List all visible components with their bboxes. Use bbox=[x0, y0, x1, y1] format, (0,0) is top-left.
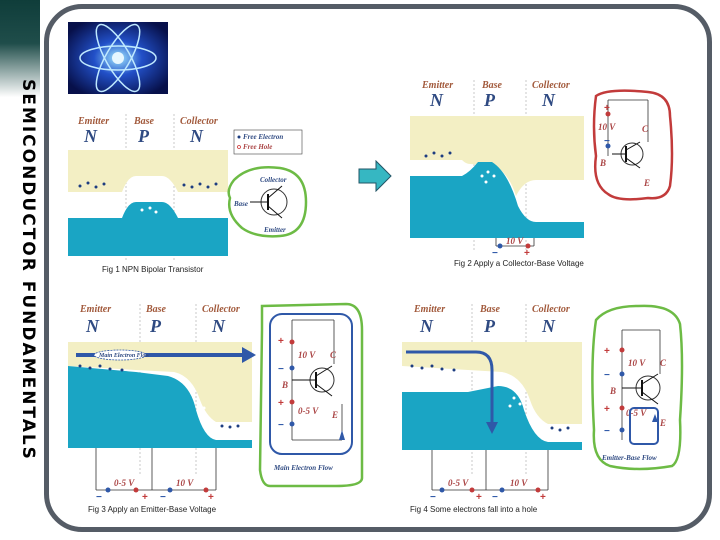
fig3-lower-band bbox=[68, 366, 252, 448]
fig4-panel: Emitter Base Collector N P N 0-5 V 10 V … bbox=[402, 304, 684, 514]
fig3-n1: N bbox=[85, 316, 100, 336]
fig1-upper-band bbox=[68, 150, 228, 192]
fig1-sym-collector: Collector bbox=[260, 176, 287, 184]
vertical-title: SEMICONDUCTOR FUNDAMENTALS bbox=[18, 79, 38, 461]
fig4-inset-caption: Emitter-Base Flow bbox=[601, 454, 657, 462]
fig4-n2: N bbox=[541, 316, 556, 336]
fig3-circuit-outline bbox=[258, 302, 364, 488]
fig3-e: E bbox=[331, 410, 338, 420]
fig2-e: E bbox=[643, 178, 650, 188]
fig3-bottom-plus2: + bbox=[208, 492, 214, 503]
fig1-base-label: Base bbox=[133, 116, 155, 127]
fig3-panel: Emitter Base Collector N P N Main Electr… bbox=[68, 302, 364, 514]
transition-arrow bbox=[358, 160, 392, 192]
fig4-collector-label: Collector bbox=[532, 304, 570, 315]
fig4-inset-minus2: − bbox=[604, 426, 610, 437]
atom-logo-image bbox=[68, 22, 168, 94]
fig2-lower-band bbox=[410, 162, 584, 238]
fig3-collector-label: Collector bbox=[202, 304, 240, 315]
legend-electron: Free Electron bbox=[243, 133, 283, 141]
fig2-inset-minus: − bbox=[604, 136, 610, 147]
fig3-upper-band bbox=[68, 342, 252, 422]
fig4-bottom-minus2: − bbox=[492, 492, 498, 503]
fig4-p: P bbox=[483, 316, 496, 336]
fig3-c: C bbox=[330, 350, 337, 360]
fig4-inset-minus1: − bbox=[604, 370, 610, 381]
fig4-inset-plus2: + bbox=[604, 404, 610, 415]
fig3-v05: 0-5 V bbox=[298, 406, 319, 416]
fig2-bottom-v: 10 V bbox=[506, 236, 524, 246]
fig2-b: B bbox=[599, 158, 606, 168]
fig2-inset-plus: + bbox=[604, 103, 610, 114]
fig2-collector-label: Collector bbox=[532, 80, 570, 91]
fig3-bottom-minus1: − bbox=[96, 492, 102, 503]
fig4-v05: 0-5 V bbox=[626, 408, 647, 418]
fig4-b: B bbox=[609, 386, 616, 396]
fig3-bottom-v2: 10 V bbox=[176, 478, 194, 488]
fig3-inset-minus2: − bbox=[278, 420, 284, 431]
fig1-sym-base: Base bbox=[233, 200, 248, 208]
fig4-bottom-plus1: + bbox=[476, 492, 482, 503]
fig4-n1: N bbox=[419, 316, 434, 336]
fig4-v10: 10 V bbox=[628, 358, 646, 368]
fig1-lower-band bbox=[68, 202, 228, 256]
fig1-emitter-label: Emitter bbox=[77, 116, 109, 127]
fig3-inset-plus1: + bbox=[278, 336, 284, 347]
fig2-p: P bbox=[483, 90, 496, 110]
fig3-flow-label: Main Electron Flow bbox=[98, 353, 150, 359]
fig2-bottom-minus: − bbox=[492, 248, 498, 259]
fig3-bottom-minus2: − bbox=[160, 492, 166, 503]
fig1-collector-label: Collector bbox=[180, 116, 218, 127]
fig4-e: E bbox=[659, 418, 666, 428]
sidebar-band bbox=[0, 0, 40, 540]
fig1-p: P bbox=[137, 126, 150, 146]
fig3-emitter-label: Emitter bbox=[79, 304, 111, 315]
fig4-bottom-minus1: − bbox=[430, 492, 436, 503]
fig3-b: B bbox=[281, 380, 288, 390]
fig4-inset-plus1: + bbox=[604, 346, 610, 357]
fig4-c: C bbox=[660, 358, 667, 368]
fig3-inset-caption: Main Electron Flow bbox=[273, 464, 333, 472]
fig2-caption: Fig 2 Apply a Collector-Base Voltage bbox=[454, 259, 584, 268]
fig2-base-label: Base bbox=[481, 80, 503, 91]
fig1-panel: Emitter Base Collector N P N Free Electr… bbox=[68, 114, 308, 274]
fig1-sym-emitter: Emitter bbox=[263, 226, 286, 234]
fig4-upper-band bbox=[402, 342, 582, 424]
fig3-base-label: Base bbox=[145, 304, 167, 315]
fig3-bottom-plus1: + bbox=[142, 492, 148, 503]
fig3-bottom-v1: 0-5 V bbox=[114, 478, 135, 488]
fig2-c: C bbox=[642, 124, 649, 134]
fig2-upper-band bbox=[410, 116, 584, 196]
fig2-bottom-plus: + bbox=[524, 248, 530, 259]
fig1-n1: N bbox=[83, 126, 98, 146]
fig3-inset-plus2: + bbox=[278, 398, 284, 409]
legend-hole: Free Hole bbox=[243, 143, 272, 151]
fig4-bottom-plus2: + bbox=[540, 492, 546, 503]
fig1-caption: Fig 1 NPN Bipolar Transistor bbox=[102, 265, 204, 274]
fig2-circuit-outline bbox=[592, 89, 674, 201]
fig2-v10: 10 V bbox=[598, 122, 616, 132]
fig2-n1: N bbox=[429, 90, 444, 110]
fig2-panel: Emitter Base Collector N P N − 10 V + + … bbox=[410, 80, 674, 268]
fig4-base-label: Base bbox=[479, 304, 501, 315]
fig3-v10: 10 V bbox=[298, 350, 316, 360]
fig4-bottom-v2: 10 V bbox=[510, 478, 528, 488]
fig1-n2: N bbox=[189, 126, 204, 146]
fig3-n2: N bbox=[211, 316, 226, 336]
fig2-n2: N bbox=[541, 90, 556, 110]
fig3-inset-minus1: − bbox=[278, 364, 284, 375]
fig4-caption: Fig 4 Some electrons fall into a hole bbox=[410, 505, 538, 514]
fig2-emitter-label: Emitter bbox=[421, 80, 453, 91]
fig3-p: P bbox=[149, 316, 162, 336]
fig4-bottom-v1: 0-5 V bbox=[448, 478, 469, 488]
fig4-emitter-label: Emitter bbox=[413, 304, 445, 315]
fig3-caption: Fig 3 Apply an Emitter-Base Voltage bbox=[88, 505, 217, 514]
fig4-flow-arrow bbox=[406, 350, 494, 422]
